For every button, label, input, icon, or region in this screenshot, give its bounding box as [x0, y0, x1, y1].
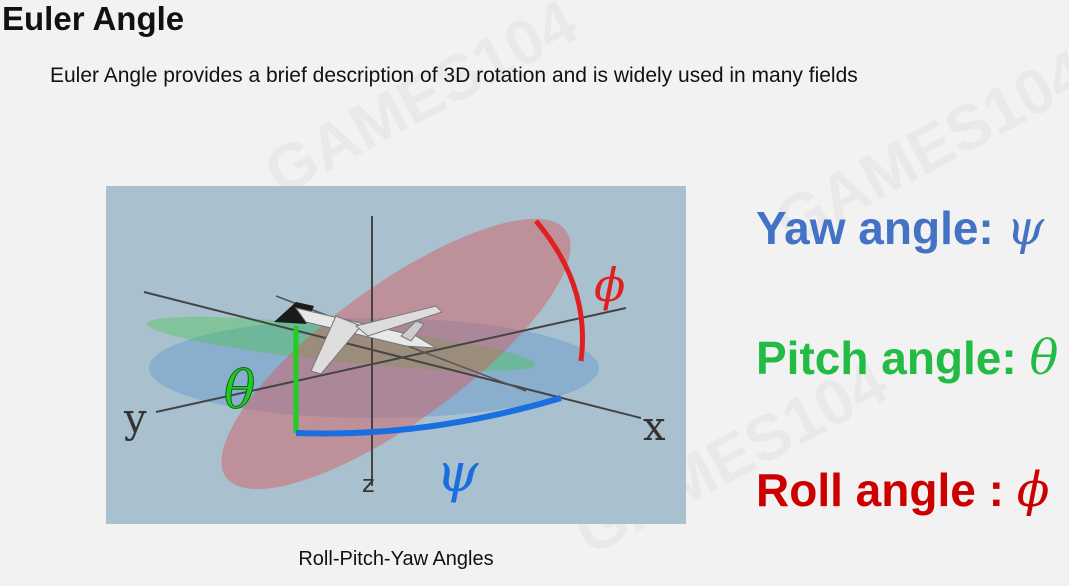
euler-angle-figure: x y z θ ψ ϕ [106, 186, 686, 524]
y-axis [155, 307, 627, 413]
roll-angle-text: Roll angle : [756, 464, 1017, 516]
roll-angle-label: Roll angle : ϕ [756, 462, 1049, 518]
roll-angle-symbol: ϕ [1016, 462, 1050, 518]
phi-arc [534, 219, 586, 362]
z-axis-label: z [362, 470, 375, 498]
phi-label: ϕ [594, 258, 625, 312]
slide-subtitle: Euler Angle provides a brief description… [50, 64, 858, 87]
pitch-angle-symbol: θ [1029, 330, 1059, 386]
figure-caption: Roll-Pitch-Yaw Angles [298, 548, 494, 570]
pitch-angle-text: Pitch angle: [756, 332, 1030, 384]
watermark: GAMES104 [253, 0, 589, 210]
roll-plane [221, 218, 571, 490]
x-axis-label: x [643, 404, 666, 450]
psi-arc [295, 395, 562, 437]
euler-angle-illustration: x y z θ ψ ϕ [106, 186, 686, 524]
y-axis-label: y [123, 396, 147, 442]
slide-title: Euler Angle [2, 0, 185, 37]
pitch-angle-label: Pitch angle: θ [756, 330, 1058, 386]
theta-label: θ [224, 361, 255, 421]
yaw-angle-text: Yaw angle: [756, 202, 1007, 254]
yaw-angle-symbol: ψ [1006, 200, 1045, 256]
airplane-icon [274, 302, 443, 375]
yaw-plane [149, 318, 599, 418]
yaw-angle-label: Yaw angle: ψ [756, 200, 1044, 256]
psi-label: ψ [436, 441, 479, 504]
